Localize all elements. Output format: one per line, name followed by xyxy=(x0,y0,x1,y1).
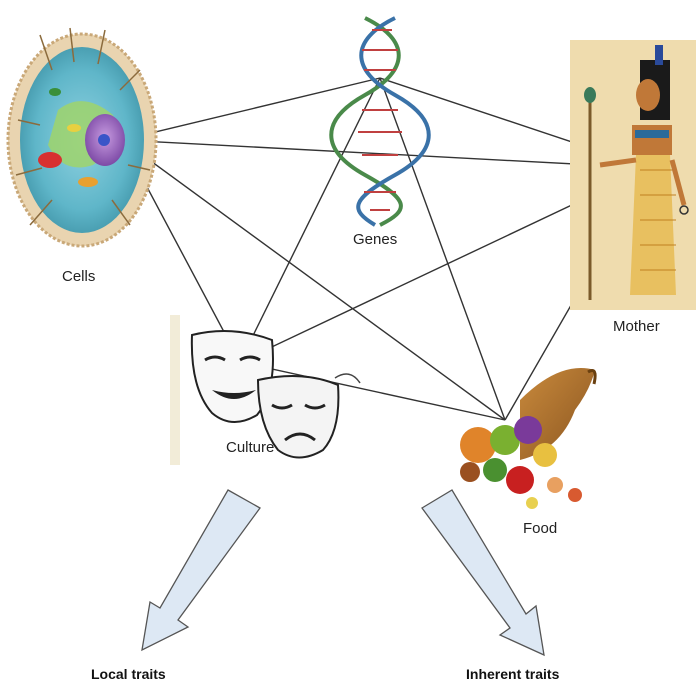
cornucopia-illustration xyxy=(460,368,595,509)
local-traits-label: Local traits xyxy=(91,666,166,682)
connection-genes-culture xyxy=(240,78,380,362)
inherent-traits-label: Inherent traits xyxy=(466,666,559,682)
connection-genes-cells xyxy=(122,78,380,140)
food-label: Food xyxy=(523,520,557,537)
genes-label: Genes xyxy=(353,231,397,248)
egyptian-mother-illustration xyxy=(570,40,696,310)
local-traits-arrow xyxy=(142,490,260,650)
cell-illustration xyxy=(8,28,156,246)
cells-label: Cells xyxy=(62,268,95,285)
culture-label: Culture xyxy=(226,439,274,456)
mother-label: Mother xyxy=(613,318,660,335)
connection-genes-food xyxy=(380,78,505,420)
inherent-traits-arrow xyxy=(422,490,544,655)
dna-helix-illustration xyxy=(331,18,429,225)
